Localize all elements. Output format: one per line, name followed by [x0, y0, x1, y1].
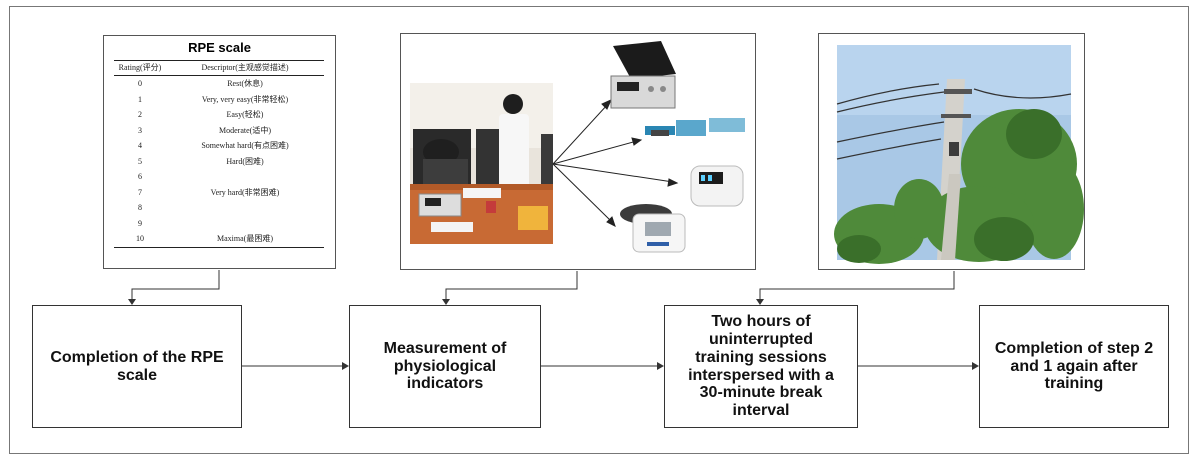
table-row: 5 Hard(困难)	[114, 154, 324, 170]
rpe-descriptor: Very hard(非常困难)	[210, 187, 280, 197]
measurement-illustration	[410, 41, 745, 253]
table-row: 3 Moderate(适中)	[114, 123, 324, 139]
table-row: 0 Rest(休息)	[114, 76, 324, 92]
rpe-descriptor: Hard(困难)	[226, 156, 264, 166]
step-2-measurement-box: Measurement of physiological indicators	[349, 305, 541, 428]
rpe-rating: 3	[138, 125, 142, 135]
table-row: 9	[114, 216, 324, 232]
rpe-rating: 6	[138, 172, 142, 182]
rpe-rating: 1	[138, 94, 142, 104]
rpe-scale-title: RPE scale	[188, 40, 251, 55]
rpe-rating: 9	[138, 218, 142, 228]
sensor-module-image	[645, 118, 745, 136]
diagram-frame	[9, 6, 1189, 454]
rpe-header-rating: Rating(评分)	[114, 60, 166, 76]
rpe-descriptor: Rest(休息)	[227, 79, 263, 89]
step-4-repeat-box: Completion of step 2 and 1 again after t…	[979, 305, 1169, 428]
lab-photo	[410, 83, 553, 244]
table-row: 2 Easy(轻松)	[114, 107, 324, 123]
rpe-descriptor: Somewhat hard(有点困难)	[201, 141, 289, 151]
fan-arrows	[552, 99, 679, 227]
utility-pole-photo	[834, 45, 1084, 264]
table-row: 8	[114, 200, 324, 216]
step-3-training-box: Two hours of uninterrupted training sess…	[664, 305, 858, 428]
rpe-rating: 5	[138, 156, 142, 166]
step-3-label: Two hours of uninterrupted training sess…	[688, 312, 834, 420]
blood-pressure-monitor-image	[620, 204, 686, 253]
rpe-descriptor: Easy(轻松)	[226, 110, 264, 120]
step-1-rpe-box: Completion of the RPE scale	[32, 305, 242, 428]
step-4-label: Completion of step 2 and 1 again after t…	[994, 339, 1154, 393]
table-row: 7 Very hard(非常困难)	[114, 185, 324, 201]
rpe-rating: 7	[138, 187, 142, 197]
rpe-scale-panel: RPE scale Rating(评分) Descriptor(主观感觉描述) …	[103, 35, 336, 269]
table-row: 6	[114, 169, 324, 185]
rpe-rating: 10	[114, 231, 166, 248]
rpe-rating: 2	[138, 110, 142, 120]
rpe-descriptor: Maxima(最困难)	[166, 231, 324, 248]
pulse-oximeter-image	[690, 165, 744, 207]
rpe-header-descriptor: Descriptor(主观感觉描述)	[166, 60, 324, 76]
step-1-label: Completion of the RPE scale	[50, 348, 224, 384]
rpe-descriptor: Moderate(适中)	[219, 125, 271, 135]
measurement-photo-panel	[400, 33, 756, 270]
table-row: 1 Very, very easy(非常轻松)	[114, 92, 324, 108]
training-photo-panel	[818, 33, 1085, 270]
table-row: 4 Somewhat hard(有点困难)	[114, 138, 324, 154]
rpe-descriptor: Very, very easy(非常轻松)	[201, 94, 289, 104]
rpe-rating: 0	[138, 79, 142, 89]
recorder-device-image	[610, 41, 676, 109]
rpe-rating: 8	[138, 203, 142, 213]
rpe-rating: 4	[138, 141, 142, 151]
step-2-label: Measurement of physiological indicators	[383, 339, 507, 393]
